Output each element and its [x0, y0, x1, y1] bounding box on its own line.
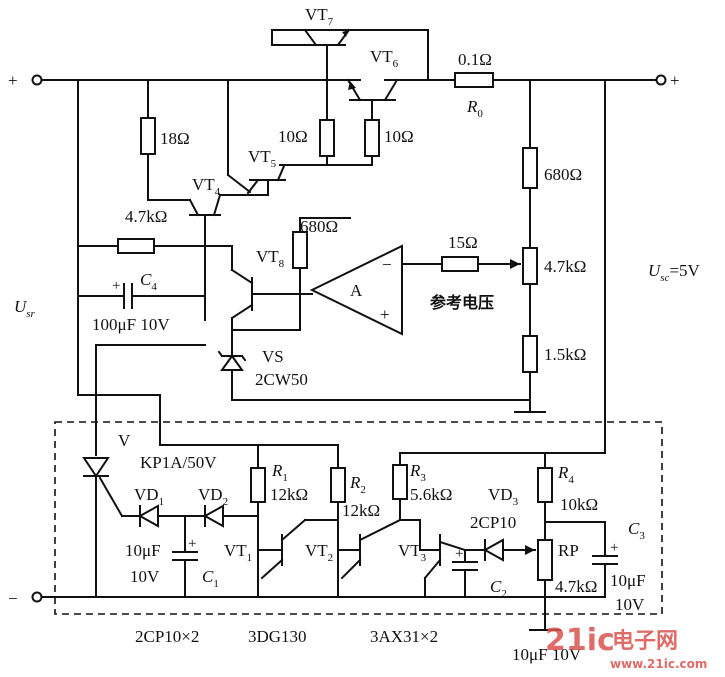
opamp: [309, 244, 441, 336]
resistor-r1: [250, 467, 266, 503]
r680a-label: 680Ω: [300, 217, 338, 236]
resistor-18: [140, 117, 156, 155]
input-label: Usr: [14, 297, 36, 320]
vt3-transistor: [419, 519, 467, 598]
c4-plus: +: [112, 278, 120, 294]
vt7-label: VT7: [305, 5, 334, 28]
vt8-label: VT8: [256, 247, 285, 270]
c3-value1: 10μF: [610, 571, 646, 590]
r1-value: 12kΩ: [270, 485, 308, 504]
r4-label: R4: [557, 463, 574, 486]
r4k7-label: 4.7kΩ: [125, 207, 167, 226]
c1-plus: +: [188, 536, 196, 552]
r2-value: 12kΩ: [342, 501, 380, 520]
vt2-label: VT2: [305, 541, 333, 564]
c2-plus: +: [455, 546, 463, 562]
resistor-r4: [537, 467, 553, 503]
reference-voltage-label: 参考电压: [430, 293, 494, 312]
resistor-4k7: [117, 238, 155, 254]
bottom-rail: [31, 591, 561, 631]
vt1-transistor: [257, 518, 307, 580]
r18-label: 18Ω: [160, 129, 190, 148]
c2-label: C2: [490, 577, 507, 600]
output-label: Usc=5V: [648, 261, 701, 284]
vs-label: VS: [262, 347, 284, 366]
resistor-r2: [330, 467, 346, 503]
c4-label: C4: [140, 270, 157, 293]
vd1-label: VD1: [134, 485, 164, 508]
vt6-transistor: [346, 78, 399, 121]
in-plus-terminal: +: [8, 71, 18, 90]
pot47-label: 4.7kΩ: [544, 257, 586, 276]
c1-value1: 10μF: [125, 541, 161, 560]
vt2-transistor: [337, 518, 402, 580]
pot-4k7: [522, 247, 538, 285]
c3-label: C3: [628, 519, 645, 542]
pot-rp: [537, 539, 553, 581]
rp-value: 4.7kΩ: [555, 577, 597, 596]
control-box: [54, 421, 663, 615]
vt5-transistor: [219, 79, 286, 196]
c1-label: C1: [202, 567, 219, 590]
c1-value2: 10V: [130, 567, 160, 586]
top-rail: [31, 72, 667, 88]
watermark-logo: 21ic 电子网 www.21ic.com: [545, 623, 707, 671]
r3-value: 5.6kΩ: [410, 485, 452, 504]
r1-label: R1: [271, 461, 288, 484]
in-minus-terminal: −: [8, 589, 18, 608]
r680b-label: 680Ω: [544, 165, 582, 184]
resistor-10-a: [319, 119, 335, 157]
vt6-label: VT6: [370, 47, 399, 70]
rp-label: RP: [558, 541, 579, 560]
svg-text:电子网: 电子网: [612, 629, 678, 654]
out-plus-terminal: +: [670, 71, 680, 90]
r15k-label: 1.5kΩ: [544, 345, 586, 364]
c3-plus: +: [610, 540, 618, 556]
thyristor-v: [82, 344, 206, 598]
resistor-r3: [392, 464, 408, 500]
r0-value: 0.1Ω: [458, 50, 492, 69]
vt4-label: VT4: [192, 175, 221, 198]
footer-diodes: 2CP10×2: [135, 627, 199, 646]
vt7-transistor: [271, 28, 429, 121]
svg-text:www.21ic.com: www.21ic.com: [610, 657, 707, 671]
resistor-680-a: [292, 231, 308, 269]
kp-label: KP1A/50V: [140, 453, 217, 472]
vs-zener: [217, 350, 247, 371]
footer-transistor-b: 3AX31×2: [370, 627, 438, 646]
svg-text:21ic: 21ic: [545, 623, 615, 658]
resistor-10-b: [364, 119, 380, 157]
r4-value: 10kΩ: [560, 495, 598, 514]
vt3-label: VT3: [398, 541, 427, 564]
resistor-15: [441, 256, 479, 272]
v-label: V: [118, 431, 131, 450]
resistor-1k5: [522, 335, 538, 373]
c4-value: 100μF 10V: [92, 315, 170, 334]
r10b-label: 10Ω: [384, 127, 414, 146]
r10a-label: 10Ω: [278, 127, 308, 146]
vd3-type: 2CP10: [470, 513, 516, 532]
vd2-label: VD2: [198, 485, 228, 508]
resistor-680-b: [522, 147, 538, 189]
vs-type: 2CW50: [255, 370, 308, 389]
r0-label: R0: [466, 97, 483, 120]
opamp-minus: −: [382, 255, 392, 274]
vt1-label: VT1: [224, 541, 252, 564]
vd3-label: VD3: [488, 485, 519, 508]
vt8-transistor: [230, 268, 313, 401]
c3-value2: 10V: [615, 595, 645, 614]
footer-cap: 10μF 10V: [512, 645, 582, 664]
footer-transistor-a: 3DG130: [248, 627, 307, 646]
vt4-transistor: [188, 193, 222, 321]
r3-label: R3: [409, 461, 426, 484]
opamp-plus: +: [380, 305, 390, 324]
r2-label: R2: [349, 473, 366, 496]
vt5-label: VT5: [248, 147, 277, 170]
opamp-label: A: [350, 281, 363, 300]
r15-label: 15Ω: [448, 233, 478, 252]
